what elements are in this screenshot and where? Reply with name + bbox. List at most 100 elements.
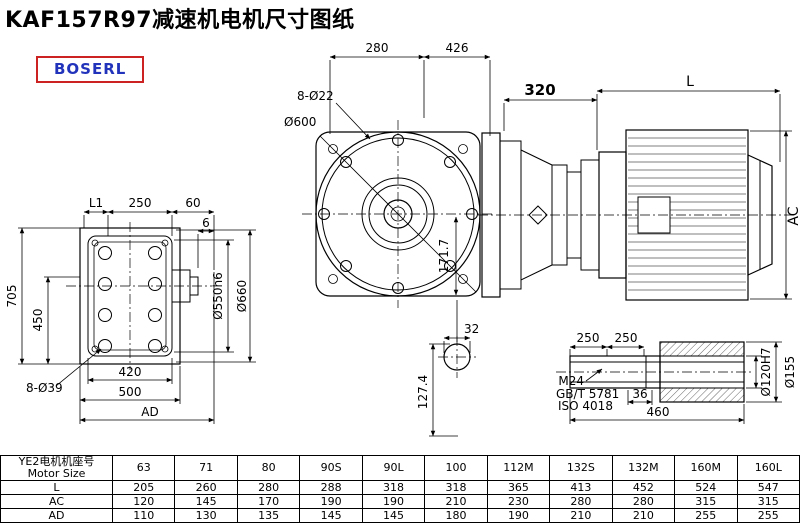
dim-6: 6: [202, 216, 210, 230]
col-header: 132S: [549, 455, 613, 481]
col-header: 90L: [361, 455, 426, 481]
diamond-symbol: [528, 205, 548, 225]
dim-value-cell: 280: [549, 494, 613, 509]
col-header: 100: [424, 455, 488, 481]
fan-cover: [747, 154, 773, 276]
dim-value-cell: 110: [111, 508, 176, 523]
mount-hole: [148, 277, 162, 291]
dim-L1: L1: [89, 196, 103, 210]
front-view-centerlines: [302, 120, 494, 308]
dim-250-b: 250: [615, 331, 638, 345]
dim-value-cell: 145: [299, 508, 363, 523]
table-row-AC: AC 120 145 170 190 190 210 230 280 280 3…: [0, 494, 800, 509]
dia-600-label: Ø600: [284, 115, 316, 129]
front-view: [302, 120, 494, 308]
mount-hole: [98, 339, 112, 353]
dim-value-cell: 180: [424, 508, 488, 523]
dim-value-cell: 547: [736, 480, 800, 495]
table-row-L: L 205 260 280 288 318 318 365 413 452 52…: [0, 480, 800, 495]
dim-value-cell: 315: [736, 494, 800, 509]
side-view: [478, 129, 794, 301]
mount-hole: [98, 246, 112, 260]
dim-value-cell: 170: [236, 494, 301, 509]
shaft-section-view: 32 127.4: [416, 300, 479, 437]
dim-value-cell: 120: [111, 494, 176, 509]
table-row-AD: AD 110 130 135 145 145 180 190 210 210 2…: [0, 508, 800, 523]
dim-value-cell: 210: [549, 508, 613, 523]
thread-label: M24: [558, 374, 584, 388]
technical-drawing: 280 426 8-Ø22 Ø600 171.7 320 L AC: [5, 41, 800, 437]
bolt-hole: [340, 156, 352, 168]
page-title: KAF157R97减速机电机尺寸图纸: [5, 8, 355, 33]
dim-value-cell: 135: [236, 508, 301, 523]
dim-320: 320: [524, 81, 555, 99]
col-header: 160L: [736, 455, 800, 481]
dim-value-cell: 280: [611, 494, 676, 509]
dim-value-cell: 318: [424, 480, 488, 495]
shaft-detail-view: [556, 341, 754, 403]
row-label-cell: L: [0, 480, 113, 495]
motor-size-table: YE2电机机座号 Motor Size 63 71 80 90S 90L 100…: [0, 455, 800, 523]
col-header: 80: [236, 455, 301, 481]
bolt-hole: [340, 260, 352, 272]
col-header: 132M: [611, 455, 676, 481]
left-view: [66, 222, 212, 370]
dim-AC: AC: [786, 206, 800, 225]
mount-hole: [98, 277, 112, 291]
dim-AD: AD: [141, 405, 158, 419]
dim-value-cell: 205: [111, 480, 176, 495]
dim-value-cell: 210: [611, 508, 676, 523]
row-label-cell: AC: [0, 494, 113, 509]
dim-value-cell: 280: [236, 480, 301, 495]
motor-cooling-fins: [628, 137, 746, 291]
dim-value-cell: 190: [361, 494, 426, 509]
dia-550-label: Ø550h6: [211, 272, 225, 320]
dim-250-a: 250: [577, 331, 600, 345]
dim-value-cell: 413: [549, 480, 613, 495]
dim-value-cell: 145: [174, 494, 238, 509]
dim-value-cell: 130: [174, 508, 238, 523]
mount-hole: [148, 246, 162, 260]
dim-L: L: [686, 74, 694, 90]
dim-value-cell: 255: [736, 508, 800, 523]
side-view-dimensions: 320 L AC: [503, 74, 800, 300]
col-header: 112M: [486, 455, 551, 481]
std-iso-label: ISO 4018: [558, 399, 613, 413]
dim-705: 705: [5, 285, 19, 308]
dim-value-cell: 365: [486, 480, 551, 495]
brand-logo: BOSERL: [36, 56, 145, 83]
dim-value-cell: 524: [674, 480, 738, 495]
dim-500: 500: [119, 385, 142, 399]
mount-hole: [148, 308, 162, 322]
dim-171-7: 171.7: [437, 239, 451, 273]
dim-280: 280: [366, 41, 389, 55]
col-header: 160M: [674, 455, 738, 481]
bolt-hole: [444, 156, 456, 168]
motor-size-header-cell: YE2电机机座号 Motor Size: [0, 455, 113, 481]
dim-32: 32: [464, 322, 479, 336]
dim-value-cell: 260: [174, 480, 238, 495]
dia-660-label: Ø660: [235, 280, 249, 312]
dim-36: 36: [632, 387, 647, 401]
dim-250: 250: [129, 196, 152, 210]
bolt-pattern-label: 8-Ø22: [297, 89, 334, 103]
table-header-row: YE2电机机座号 Motor Size 63 71 80 90S 90L 100…: [0, 455, 800, 481]
motor-size-header-en: Motor Size: [27, 467, 86, 480]
dim-value-cell: 318: [361, 480, 426, 495]
dim-value-cell: 190: [299, 494, 363, 509]
dim-460: 460: [647, 405, 670, 419]
left-view-dimensions: L1 250 60 6 705 450 Ø550h6 Ø660 420 500 …: [5, 196, 256, 424]
mount-hole: [98, 308, 112, 322]
dim-value-cell: 230: [486, 494, 551, 509]
dim-value-cell: 452: [611, 480, 676, 495]
front-view-dimensions: 280 426 8-Ø22 Ø600 171.7: [284, 41, 491, 296]
dim-426: 426: [446, 41, 469, 55]
mount-hole: [148, 339, 162, 353]
dim-60: 60: [185, 196, 200, 210]
col-header: 90S: [299, 455, 363, 481]
dim-450: 450: [31, 309, 45, 332]
dim-value-cell: 288: [299, 480, 363, 495]
std-gb-label: GB/T 5781: [556, 387, 619, 401]
shaft-detail-dimensions: 250 250 M24 GB/T 5781 ISO 4018 36 460 Ø1…: [556, 331, 797, 424]
